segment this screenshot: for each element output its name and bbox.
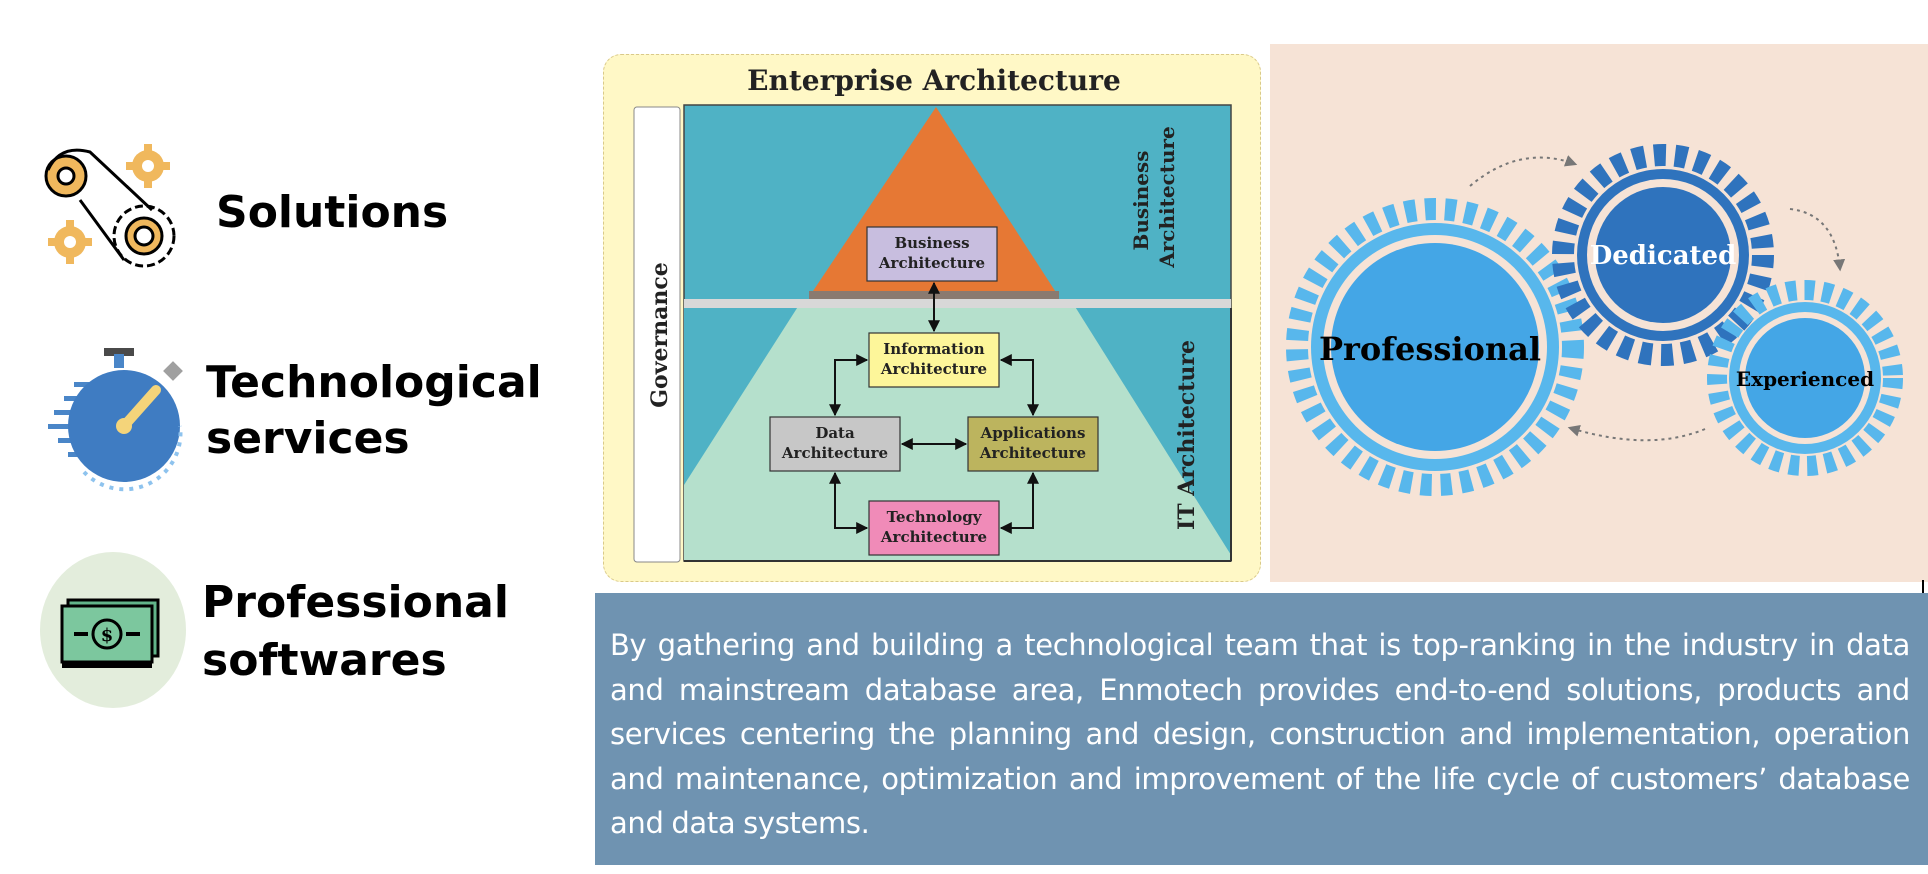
it-architecture-side-label: IT Architecture [1174,340,1200,530]
business-box [866,226,998,282]
ea-title: Enterprise Architecture [747,64,1121,97]
arrow-data-tech [829,471,869,534]
governance-bar [633,106,681,563]
business-architecture-side-label: Business Architecture [1129,126,1179,269]
professional-gear [1286,198,1584,496]
experienced-label: Experienced [1736,367,1874,391]
feature-tech [44,344,194,492]
gears-icon [44,144,176,268]
it-trapezoid [684,305,1231,561]
data-box [769,416,901,472]
money-icon: $ [40,552,186,708]
ea-separator [684,299,1231,308]
enterprise-architecture-panel: Enterprise Architecture Governance Busin… [603,54,1261,582]
description-box: By gathering and building a technologica… [595,593,1928,865]
gears-panel: Professional Dedicated Experienced [1270,44,1928,582]
arrow-to-dedicated [1469,155,1578,187]
technology-box [868,500,1000,556]
arrow-apps-tech [999,471,1039,534]
business-side-word-1: Business [1129,150,1153,250]
svg-text:$: $ [101,625,114,646]
feature-label-tech: Technological services [206,357,542,464]
feature-label-solutions: Solutions [216,187,449,238]
dedicated-label: Dedicated [1590,241,1737,271]
feature-solutions [40,140,200,280]
feature-softwares: $ [40,550,186,710]
arrow-info-apps [999,354,1039,417]
applications-box [967,416,1099,472]
governance-label: Governance [647,262,673,407]
arrow-to-professional [1567,425,1706,442]
feature-label-softwares: Professional softwares [202,577,509,686]
business-side-word-2: Architecture [1155,126,1179,269]
professional-label: Professional [1319,330,1541,368]
panel-edge-line [1922,580,1924,596]
experienced-gear [1707,280,1903,476]
description-text: By gathering and building a technologica… [610,628,1910,840]
arrow-to-experienced [1789,208,1846,272]
dedicated-gear [1552,144,1774,366]
stopwatch-icon [48,348,183,492]
information-box [868,332,1000,388]
arrow-info-data [829,354,869,417]
